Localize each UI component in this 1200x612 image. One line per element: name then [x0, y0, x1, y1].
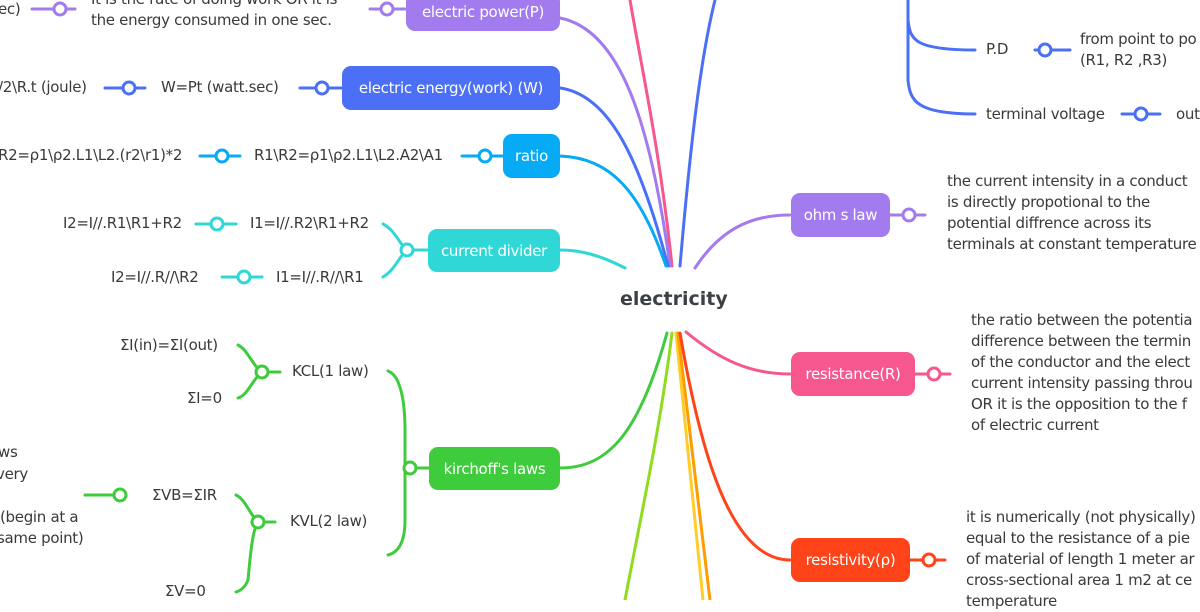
link-yellow [674, 331, 705, 600]
link-divider [558, 248, 627, 270]
power-formula-cut: ec) [0, 0, 21, 18]
link-power [558, 16, 672, 268]
link-ratio [558, 154, 668, 268]
link-resistance [684, 330, 792, 376]
terminal-voltage-description: out [1176, 105, 1200, 123]
resistivity-description: it is numerically (not physically) equal… [966, 508, 1196, 610]
root-node-electricity[interactable]: electricity [620, 288, 728, 310]
ratio-formula-1: R1\R2=ρ1\ρ2.L1\L2.A2\A1 [254, 146, 443, 164]
node-electric-energy[interactable]: electric energy(work) (W) [342, 66, 560, 110]
node-current-divider[interactable]: current divider [428, 229, 560, 272]
node-resistance[interactable]: resistance(R) [791, 352, 915, 396]
node-resistivity[interactable]: resistivity(ρ) [791, 538, 910, 582]
link-blue-top [678, 0, 717, 268]
link-lime [623, 331, 674, 600]
kvl-item: ΣV=0 [165, 582, 206, 600]
kvl-label[interactable]: KVL(2 law) [290, 512, 368, 530]
pd-label[interactable]: P.D [986, 40, 1009, 58]
kvl-cut-text: same point) [0, 529, 84, 547]
divider-item: I1=I//.R//\R1 [276, 268, 364, 286]
link-energy [558, 86, 670, 268]
link-orange [676, 331, 712, 600]
kvl-cut-text: very [0, 465, 28, 483]
terminal-voltage-label[interactable]: terminal voltage [986, 105, 1105, 123]
energy-formula-2: /2\R.t (joule) [0, 78, 87, 96]
divider-item: I1=I//.R2\R1+R2 [250, 214, 369, 232]
divider-item: I2=I//.R//\R2 [111, 268, 199, 286]
link-kirchhoff [558, 331, 669, 470]
kvl-item: ΣVB=ΣIR [152, 486, 217, 504]
link-ohm [693, 213, 792, 270]
kvl-cut-text: ws [0, 443, 18, 461]
divider-item: I2=I//.R1\R1+R2 [63, 214, 182, 232]
link-resistivity [678, 331, 792, 562]
link-pink-top [628, 0, 674, 268]
kcl-item: ΣI=0 [187, 389, 222, 407]
kcl-label[interactable]: KCL(1 law) [292, 362, 369, 380]
resistance-description: the ratio between the potentia differenc… [971, 311, 1193, 434]
node-ratio[interactable]: ratio [503, 134, 560, 178]
pd-description: from point to po (R1, R2 ,R3) [1080, 30, 1197, 69]
node-ohms-law[interactable]: ohm s law [791, 193, 890, 237]
ohm-description: the current intensity in a conduct is di… [947, 172, 1197, 253]
node-electric-power[interactable]: electric power(P) [406, 0, 560, 31]
energy-formula-1: W=Pt (watt.sec) [161, 78, 279, 96]
kvl-cut-text: (begin at a [0, 508, 79, 526]
power-description: It is the rate of doing work OR it is th… [91, 0, 337, 29]
node-kirchhoffs-laws[interactable]: kirchoff's laws [429, 447, 560, 490]
ratio-formula-2: R2=ρ1\ρ2.L1\L2.(r2\r1)*2 [0, 146, 183, 164]
kcl-item: ΣI(in)=ΣI(out) [120, 336, 218, 354]
